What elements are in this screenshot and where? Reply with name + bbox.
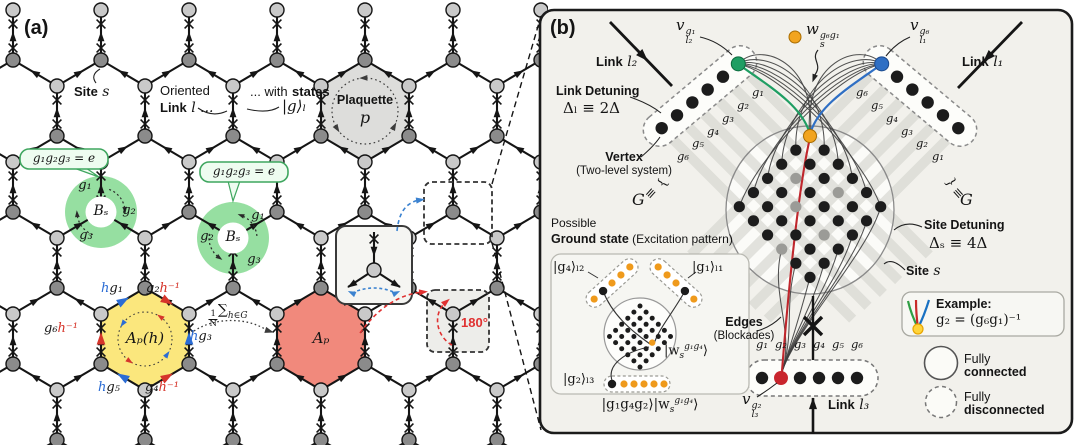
ket-g2-l3: |g₂⟩ₗ₃: [563, 372, 595, 387]
bs1-g3: g₃: [79, 228, 93, 243]
ap-h-operator: Aₚ(h): [125, 329, 165, 347]
pill-label-g2: g₂: [775, 337, 787, 351]
stripe-right-g6: g₆: [856, 85, 868, 99]
group-letter-left: G: [632, 190, 645, 209]
stripe-left-g2: g₂: [737, 98, 749, 112]
pill-label-g6: g₆: [851, 337, 863, 351]
ws-ket-inset: |wsg₁g₄⟩: [664, 342, 708, 361]
edge-label-hg3: hg₃: [190, 329, 212, 344]
gauss-law-callout-1: g₁g₂g₃ = e: [32, 151, 96, 165]
bs2-g3: g₃: [247, 252, 261, 267]
plaquette-var: p: [359, 108, 371, 127]
group-equiv-left: ≡: [641, 184, 661, 203]
bs1-g1: g₁: [78, 178, 92, 193]
link-detuning-title: Link Detuning: [556, 84, 640, 98]
oriented-annotation-line2: Link l ...: [160, 100, 214, 116]
link-l3-label: Link l₃: [828, 397, 870, 413]
ground-state-inset: [550, 253, 750, 395]
pill-label-g3: g₃: [794, 337, 806, 351]
oriented-annotation-line1: Oriented: [160, 83, 210, 98]
group-brace-left: }: [653, 175, 671, 191]
ket-g1-l1: |g₁⟩ₗ₁: [692, 260, 724, 275]
link-l1-label: Link l₁: [962, 54, 1004, 70]
ket-g4-l2: |g₄⟩ₗ₂: [553, 260, 585, 275]
stripe-left-g4: g₄: [707, 124, 719, 138]
panel-b-label: (b): [550, 17, 576, 39]
edge-label-g2hinv: g₂h⁻¹: [146, 281, 180, 296]
ap-operator: Aₚ: [312, 329, 330, 347]
legend-connected: connected: [964, 365, 1027, 379]
legend-fully-1: Fully: [964, 352, 991, 366]
stripe-right-g5: g₅: [871, 98, 883, 112]
stripe-right-g4: g₄: [886, 111, 898, 125]
bs2-g1: g₁: [251, 208, 265, 223]
bs-operator-1: Bₛ: [93, 203, 109, 219]
panel-b-diagram: [538, 8, 1074, 435]
edge-label-g6hinv: g₆h⁻¹: [44, 321, 78, 336]
site-s-label: Site s: [906, 263, 941, 279]
edge-label-hg5: hg₅: [98, 380, 120, 395]
vertex-title: Vertex: [605, 150, 643, 164]
site-detuning-title: Site Detuning: [924, 218, 1005, 232]
legend-fully-2: Fully: [964, 390, 991, 404]
panel-a-label: (a): [24, 17, 49, 39]
site-annotation: Site s: [74, 84, 110, 100]
stripe-right-g3: g₃: [901, 124, 913, 138]
vertex-subtitle: (Two-level system): [576, 165, 672, 177]
ground-state-line2: Ground state (Excitation pattern): [551, 232, 733, 246]
gauss-law-callout-2: g₁g₂g₃ = e: [212, 164, 276, 178]
edges-subtitle: (Blockades): [713, 330, 775, 342]
edge-label-g4hinv: g₄h⁻¹: [145, 380, 179, 395]
link-detuning-formula: Δₗ ≡ 2Δ: [563, 99, 620, 117]
ground-state-caption: |g₁g₄g₂⟩|wsg₁g₄⟩: [601, 396, 699, 416]
edge-label-hg1: hg₁: [101, 281, 123, 296]
bs1-g2: g₂: [122, 203, 136, 218]
edge-curves: [737, 54, 883, 373]
bs2-g2: g₂: [200, 229, 214, 244]
bs-operator-2: Bₛ: [225, 229, 241, 245]
honeycomb-lattice: [0, 2, 548, 445]
example-title: Example:: [936, 297, 992, 311]
pill-label-g5: g₅: [832, 337, 844, 351]
stripe-left-g3: g₃: [722, 111, 734, 125]
rotation-label: 180°: [461, 315, 488, 330]
stripe-left-g1: g₁: [752, 85, 764, 99]
stripe-left-g6: g₆: [677, 149, 689, 163]
link-state-ket: |g⟩ₗ: [282, 97, 307, 115]
legend-disconnected: disconnected: [964, 403, 1045, 417]
pill-label-g4: g₄: [813, 337, 825, 351]
pill-label-g1: g₁: [756, 337, 768, 351]
plaquette-word: Plaquette: [336, 93, 394, 107]
stripe-left-g5: g₅: [692, 136, 704, 150]
site-detuning-formula: Δₛ ≡ 4Δ: [929, 234, 988, 252]
stripe-right-g1: g₁: [932, 149, 944, 163]
group-letter-right: G: [960, 190, 973, 209]
edges-title: Edges: [725, 315, 763, 329]
states-annotation: ... with states: [250, 84, 330, 99]
stripe-right-g2: g₂: [916, 136, 928, 150]
ground-state-line1: Possible: [551, 216, 597, 230]
example-formula: g₂ = (g₆g₁)⁻¹: [936, 312, 1022, 328]
link-l2-label: Link l₂: [596, 54, 638, 70]
